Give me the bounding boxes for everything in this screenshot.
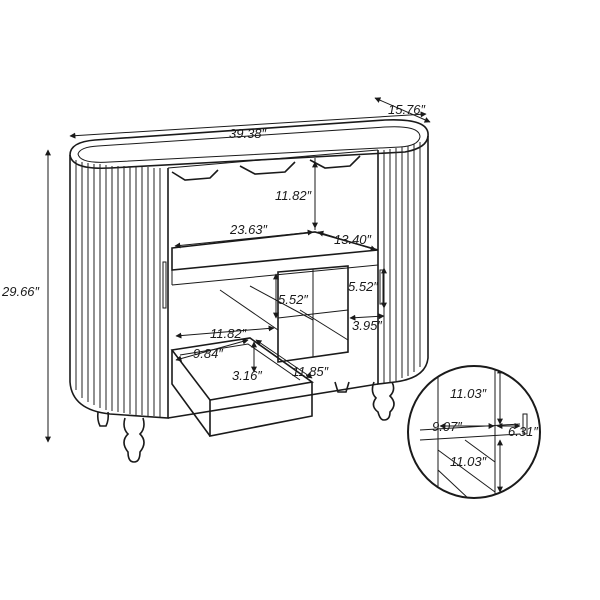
- stemware-rack: [171, 155, 361, 230]
- cubby-grid: [219, 265, 349, 363]
- cubby-width-label: 3.95″: [352, 318, 382, 333]
- inset-upper-height-label: 11.03″: [450, 386, 487, 401]
- dimension-lines: [45, 97, 431, 443]
- legs: [96, 381, 395, 463]
- cubby-height-right-label: 5.52″: [348, 279, 378, 294]
- drawer-height-label: 3.16″: [232, 368, 262, 383]
- right-door-flutes: [379, 142, 421, 383]
- inset-lower-height-label: 11.03″: [450, 454, 487, 469]
- inset-door-width-label: 6.31″: [508, 424, 538, 439]
- inset-inner-width-label: 9.07″: [432, 419, 462, 434]
- depth-label: 15.76″: [388, 102, 426, 117]
- shelf-width-label: 23.63″: [229, 222, 268, 237]
- rack-height-label: 11.82″: [275, 188, 312, 203]
- width-label: 39.38″: [229, 126, 267, 141]
- detail-inset: 11.03″ 9.07″ 6.31″ 11.03″: [407, 365, 541, 499]
- dimension-labels: 39.38″ 15.76″ 29.66″ 11.82″ 23.63″ 13.40…: [1, 102, 426, 383]
- drawer-length-label: 11.85″: [292, 364, 329, 379]
- drawer-depth-label: 9.84″: [193, 346, 223, 361]
- shelf-depth-label: 13.40″: [334, 232, 372, 247]
- left-door-flutes: [75, 160, 167, 417]
- height-label: 29.66″: [1, 284, 40, 299]
- drawer-width-label: 11.82″: [210, 326, 247, 341]
- cubby-height-left-label: 5.52″: [278, 292, 308, 307]
